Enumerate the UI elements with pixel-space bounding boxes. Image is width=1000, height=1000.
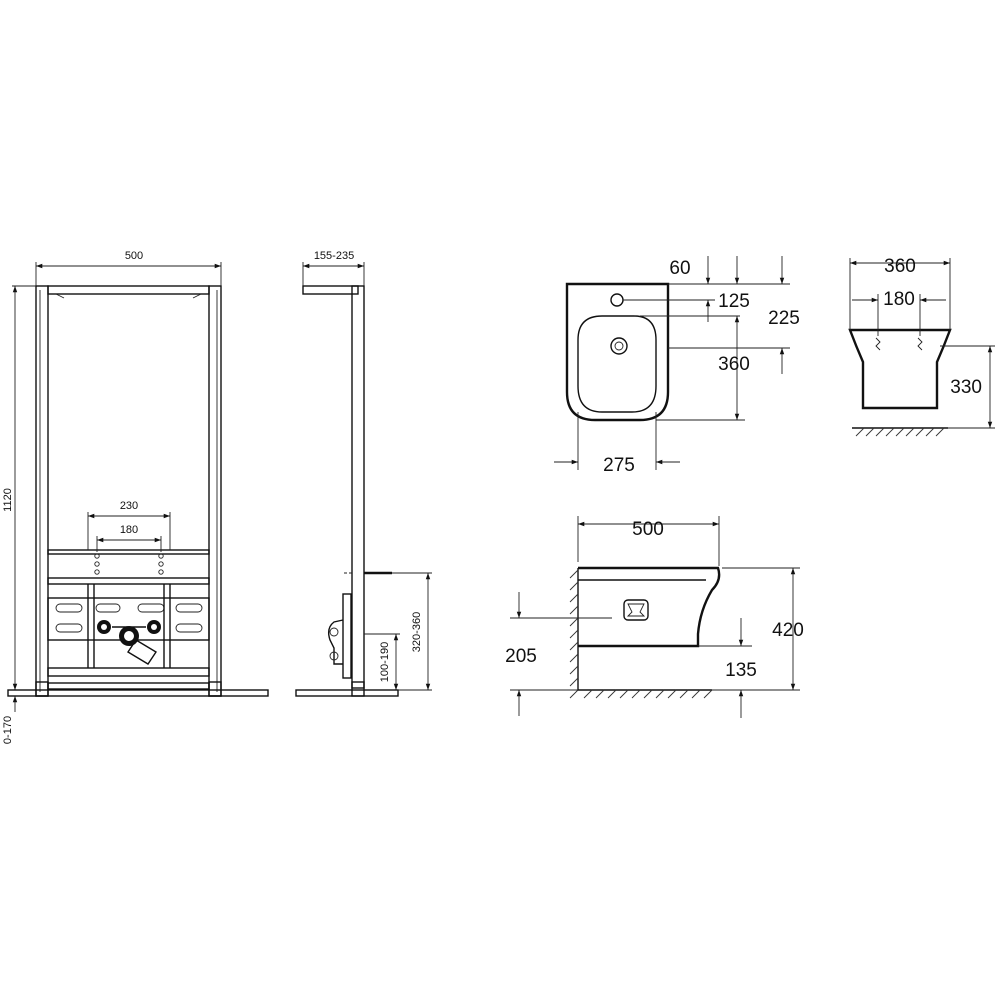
water-outlet-left <box>97 620 111 634</box>
floor-line <box>7 689 269 697</box>
dim-bidet-width-label: 275 <box>603 455 635 476</box>
dim-outlet-inner-label: 180 <box>120 524 138 536</box>
side-post <box>351 285 365 689</box>
frame-top-rail <box>47 285 210 295</box>
bidet-back-view: 360 180 330 <box>848 256 995 437</box>
bidet-side-view: 500 420 135 205 <box>505 516 804 718</box>
dim-bolt-spacing-label: 180 <box>883 289 915 310</box>
dim-fixing-height-label: 205 <box>505 646 537 667</box>
frame-side-view: 155-235 320-360 100-190 <box>295 250 432 697</box>
fixing-bolt-right <box>917 337 923 351</box>
bidet-top-view: 275 60 125 360 225 <box>554 256 800 476</box>
frame-left-post <box>35 285 49 697</box>
fixing-bolt-left <box>875 337 881 351</box>
frame-foot-rail <box>47 682 210 690</box>
dim-hole-depth-label: 125 <box>718 291 750 312</box>
dim-bidet-length-label: 360 <box>718 354 750 375</box>
frame-mounting-rail <box>47 577 210 585</box>
dim-outlet-outer-label: 230 <box>120 500 138 512</box>
dim-foot-adjust-label: 0-170 <box>2 716 14 744</box>
bidet-top-outline <box>565 282 670 422</box>
dim-frame-height-label: 1120 <box>2 488 14 512</box>
bowl-drain <box>610 337 628 355</box>
frame-front-view: 500 1120 0-170 230 180 <box>2 250 269 744</box>
dim-bidet-height-label: 420 <box>772 620 804 641</box>
dim-tap-offset-label: 60 <box>669 258 690 279</box>
bidet-bowl-outline <box>577 315 657 413</box>
dim-bowl-start-label: 225 <box>768 308 800 329</box>
water-outlet-right <box>147 620 161 634</box>
dim-frame-width-label: 500 <box>125 250 143 262</box>
frame-bottom-rail <box>47 667 210 677</box>
side-supply-pipe <box>327 619 344 665</box>
dim-side-depth-label: 155-235 <box>314 250 354 262</box>
tap-hole <box>610 293 624 307</box>
dim-supply-height-label: 100-190 <box>379 642 391 682</box>
dim-back-height-label: 330 <box>950 377 982 398</box>
side-fixing-connector <box>623 599 649 621</box>
dim-drain-side-label: 135 <box>725 660 757 681</box>
side-floor-line <box>295 689 399 697</box>
side-top-arm <box>302 285 359 295</box>
dim-projection-label: 500 <box>632 519 664 540</box>
frame-mid-rail <box>47 549 210 555</box>
side-bracket <box>342 593 352 679</box>
dim-back-width-label: 360 <box>884 256 916 277</box>
frame-right-post <box>208 285 222 697</box>
bidet-side-outline <box>578 566 721 648</box>
dim-drain-height-label: 320-360 <box>411 612 423 652</box>
drain-pipe <box>112 626 157 665</box>
bidet-back-outline <box>848 328 952 410</box>
